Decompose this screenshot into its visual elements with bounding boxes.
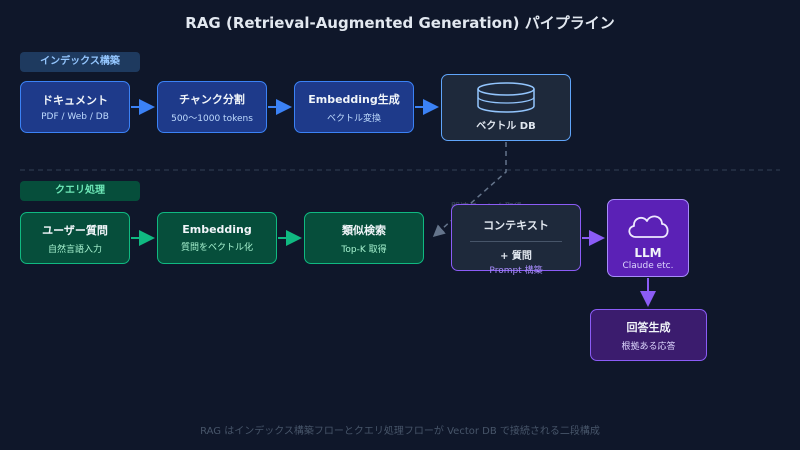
node-title: Embedding [182, 223, 252, 236]
caption: RAG はインデックス構築フローとクエリ処理フローが Vector DB で接続… [200, 426, 600, 437]
node-subtitle: Prompt 構築 [489, 266, 543, 276]
node-title: 回答生成 [626, 320, 671, 334]
node-user-query: ユーザー質問 自然言語入力 [20, 212, 130, 264]
node-subtitle: PDF / Web / DB [41, 112, 109, 122]
node-similarity-search: 類似検索 Top-K 取得 [304, 212, 424, 264]
cloud-icon [628, 215, 669, 238]
node-title: LLM [634, 246, 662, 260]
node-vector-db: ベクトル DB [441, 74, 571, 141]
node-answer-generation: 回答生成 根拠ある応答 [590, 309, 707, 361]
node-subtitle: 根拠ある応答 [621, 341, 676, 352]
node-separator [470, 241, 562, 242]
node-subtitle: ベクトル変換 [326, 113, 381, 124]
node-embedding-generation: Embedding生成 ベクトル変換 [294, 81, 414, 133]
node-title: Embedding生成 [308, 92, 400, 106]
node-title: ユーザー質問 [42, 223, 108, 237]
node-subtitle: 自然言語入力 [47, 244, 102, 255]
node-llm: LLM Claude etc. [607, 199, 689, 277]
node-title: ベクトル DB [476, 121, 536, 132]
page-title: RAG (Retrieval-Augmented Generation) パイプ… [185, 14, 615, 32]
node-context: コンテキスト + 質問 Prompt 構築 [451, 204, 581, 276]
node-query-embedding: Embedding 質問をベクトル化 [157, 212, 277, 264]
node-chunking: チャンク分割 500〜1000 tokens [157, 81, 267, 133]
node-title: 類似検索 [342, 223, 386, 237]
node-subtitle: Claude etc. [622, 261, 674, 271]
database-icon [477, 82, 535, 113]
node-title: コンテキスト [483, 219, 549, 232]
node-title: チャンク分割 [179, 92, 245, 106]
section-label-query: クエリ処理 [20, 181, 140, 201]
node-title: ドキュメント [42, 94, 108, 107]
node-plus-question: + 質問 [500, 251, 532, 262]
node-subtitle: 質問をベクトル化 [180, 243, 253, 253]
node-document: ドキュメント PDF / Web / DB [20, 81, 130, 133]
section-label-index: インデックス構築 [20, 52, 140, 72]
node-subtitle: 500〜1000 tokens [171, 113, 253, 124]
node-subtitle: Top-K 取得 [341, 244, 387, 255]
